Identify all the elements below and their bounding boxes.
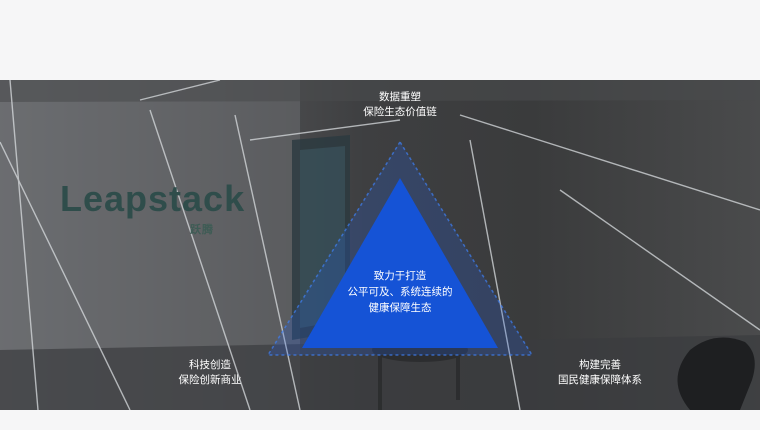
top-whitespace xyxy=(0,0,760,80)
brand-logo-subtext: 跃腾 xyxy=(190,223,214,236)
caption-top-line1: 数据重塑 xyxy=(379,91,421,103)
caption-right: 构建完善 国民健康保障体系 xyxy=(540,358,660,388)
caption-center-line3: 健康保障生态 xyxy=(368,302,432,314)
caption-right-line2: 国民健康保障体系 xyxy=(558,374,642,386)
hero-banner: Leapstack 跃腾 数据重塑 保险生态价值链 致力于打造 公平可及、系统连… xyxy=(0,80,760,410)
center-triangle xyxy=(302,178,498,348)
caption-center-line2: 公平可及、系统连续的 xyxy=(347,286,453,298)
caption-left: 科技创造 保险创新商业 xyxy=(150,358,270,388)
bottom-whitespace xyxy=(0,410,760,430)
caption-left-line2: 保险创新商业 xyxy=(178,374,242,386)
caption-center-line1: 致力于打造 xyxy=(373,270,427,282)
brand-logo: Leapstack xyxy=(60,178,246,219)
caption-left-line1: 科技创造 xyxy=(189,359,231,371)
caption-right-line1: 构建完善 xyxy=(579,359,621,371)
caption-center: 致力于打造 公平可及、系统连续的 健康保障生态 xyxy=(320,268,480,316)
caption-top: 数据重塑 保险生态价值链 xyxy=(340,90,460,120)
office-background xyxy=(0,80,760,410)
caption-top-line2: 保险生态价值链 xyxy=(363,106,437,118)
